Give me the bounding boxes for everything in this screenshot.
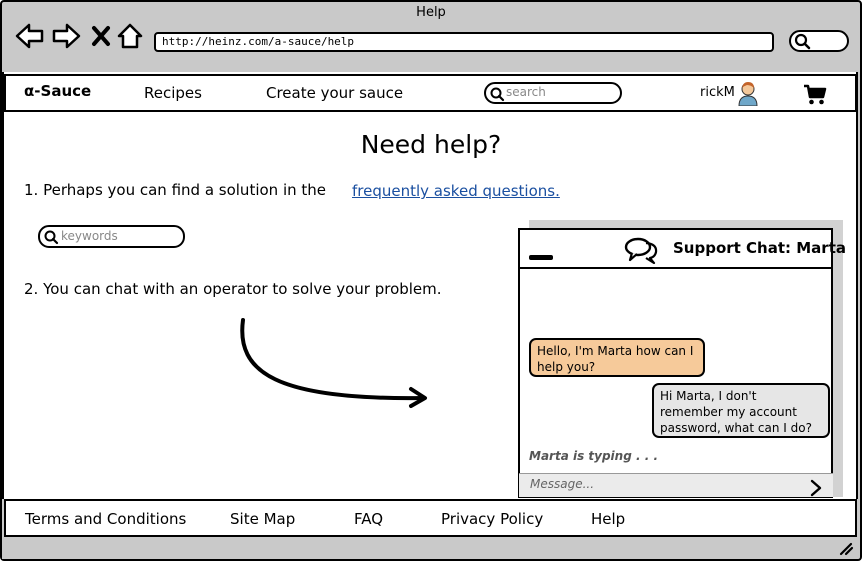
minimize-icon[interactable]	[529, 255, 553, 260]
footer-terms-link[interactable]: Terms and Conditions	[25, 510, 187, 528]
search-icon	[490, 87, 505, 102]
keywords-placeholder: keywords	[61, 229, 118, 243]
page-title: Need help?	[360, 130, 502, 159]
search-placeholder: search	[506, 85, 546, 99]
chat-bubbles-icon	[624, 236, 660, 268]
cart-icon[interactable]	[803, 84, 827, 110]
send-icon[interactable]	[809, 479, 823, 501]
keywords-search-input[interactable]	[38, 225, 185, 248]
site-search-input[interactable]	[484, 82, 622, 104]
search-icon	[794, 33, 811, 50]
url-bar[interactable]: http://heinz.com/a-sauce/help	[154, 32, 774, 52]
close-icon[interactable]	[90, 22, 112, 50]
back-icon[interactable]	[15, 22, 45, 50]
forward-icon[interactable]	[51, 22, 81, 50]
message-input[interactable]	[519, 473, 833, 497]
footer-help-link[interactable]: Help	[591, 510, 626, 528]
faq-link[interactable]: frequently asked questions.	[352, 182, 560, 200]
typing-indicator: Marta is typing . . .	[529, 449, 659, 463]
resize-handle-icon[interactable]	[838, 541, 854, 560]
site-header	[4, 74, 857, 112]
window-title: Help	[416, 5, 446, 20]
site-footer	[4, 499, 857, 537]
chat-message-operator: Hello, I'm Marta how can I help you?	[529, 338, 705, 377]
footer-sitemap-link[interactable]: Site Map	[230, 510, 296, 528]
pointer-arrow	[236, 314, 432, 414]
status-bar	[2, 539, 858, 559]
search-icon	[44, 230, 59, 245]
chat-title: Support Chat: Marta	[673, 239, 846, 257]
avatar-icon[interactable]	[737, 80, 759, 110]
message-placeholder: Message...	[530, 477, 595, 491]
username[interactable]: rickM	[700, 85, 735, 100]
nav-recipes[interactable]: Recipes	[144, 84, 202, 102]
chat-message-user: Hi Marta, I don't remember my account pa…	[652, 383, 830, 438]
nav-create-sauce[interactable]: Create your sauce	[266, 84, 404, 102]
footer-faq-link[interactable]: FAQ	[354, 510, 384, 528]
footer-privacy-link[interactable]: Privacy Policy	[441, 510, 544, 528]
home-icon[interactable]	[116, 22, 144, 50]
step-2-text: 2. You can chat with an operator to solv…	[24, 280, 442, 298]
chat-header	[518, 228, 833, 269]
step-1-text: 1. Perhaps you can find a solution in th…	[24, 181, 326, 199]
browser-search-field[interactable]	[789, 30, 849, 52]
brand-logo[interactable]: α-Sauce	[24, 82, 92, 100]
